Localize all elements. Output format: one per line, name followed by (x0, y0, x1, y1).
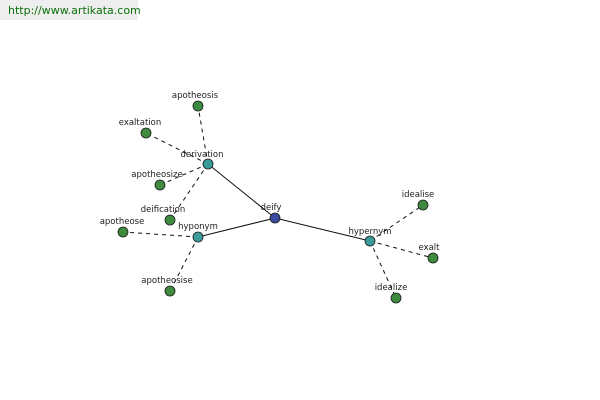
label-word-idealize: idealize (375, 283, 408, 293)
node-word-apotheose[interactable] (117, 226, 129, 238)
node-category-hypernym[interactable] (364, 235, 376, 247)
node-category-hyponym[interactable] (192, 231, 204, 243)
label-category-hypernym: hypernym (348, 227, 391, 237)
graph-labels: deify derivation apotheosis exaltation apoth… (100, 91, 440, 293)
edge-hyponym-apotheose (122, 231, 199, 238)
source-link[interactable]: http://www.artikata.com (8, 4, 141, 17)
source-banner: http://www.artikata.com (0, 0, 141, 20)
edge-hypernym-idealize (369, 240, 397, 299)
edge-hyponym-apotheosise (169, 236, 199, 292)
edge-derivation-apotheosis (197, 105, 209, 165)
node-word-idealise[interactable] (417, 199, 429, 211)
node-word-deification[interactable] (164, 214, 176, 226)
label-word-apotheose: apotheose (100, 217, 145, 227)
edge-hypernym-exalt (369, 240, 434, 259)
edge-derivation-exaltation (145, 132, 209, 165)
label-category-hyponym: hyponym (178, 222, 218, 232)
label-word-apotheosis: apotheosis (172, 91, 219, 101)
node-word-apotheosize[interactable] (154, 179, 166, 191)
node-word-exaltation[interactable] (140, 127, 152, 139)
node-word-apotheosis[interactable] (192, 100, 204, 112)
node-word-exalt[interactable] (427, 252, 439, 264)
node-word-idealize[interactable] (390, 292, 402, 304)
edge-derivation-apotheosize (159, 163, 209, 186)
node-word-apotheosise[interactable] (164, 285, 176, 297)
label-word-exaltation: exaltation (119, 118, 162, 128)
edge-deify-hyponym (197, 217, 276, 238)
edge-hypernym-idealise (369, 204, 424, 242)
graph-nodes (117, 100, 439, 304)
edge-deify-derivation (207, 163, 276, 219)
label-root-deify: deify (261, 203, 282, 213)
label-word-idealise: idealise (402, 190, 435, 200)
label-word-apotheosize: apotheosize (131, 170, 182, 180)
edge-deify-hypernym (274, 217, 371, 242)
node-category-derivation[interactable] (202, 158, 214, 170)
label-word-exalt: exalt (418, 243, 440, 253)
label-word-apotheosise: apotheosise (141, 276, 192, 286)
edge-derivation-deification (169, 163, 209, 221)
label-category-derivation: derivation (180, 150, 223, 160)
node-root-deify[interactable] (269, 212, 281, 224)
graph-edges (122, 105, 434, 299)
label-word-deification: deification (141, 205, 186, 215)
